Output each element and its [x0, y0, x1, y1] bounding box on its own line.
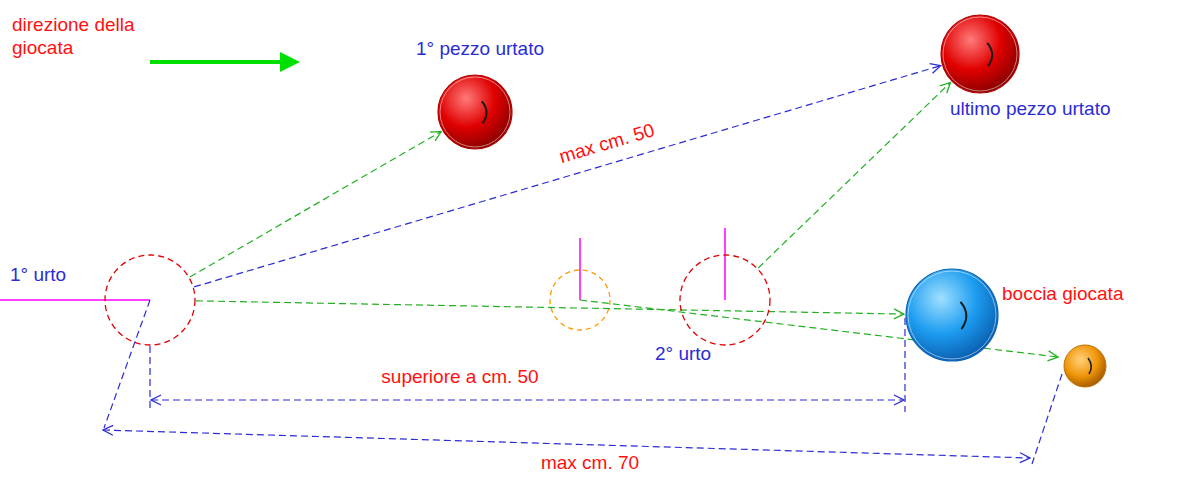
pallino — [1064, 345, 1106, 387]
trajectory-arrow — [196, 301, 904, 314]
marker-tick — [724, 228, 726, 300]
direction-note: direzione della giocata — [10, 14, 164, 60]
ball-shape — [437, 74, 513, 150]
trajectory-arrow — [190, 132, 441, 277]
direction-arrow — [150, 52, 300, 72]
dashed-circle — [104, 254, 196, 346]
played-ball: boccia giocata — [905, 268, 999, 362]
dashed-circle — [679, 254, 771, 346]
ball-shape — [905, 268, 999, 362]
dimension-label: max cm. 70 — [539, 452, 641, 475]
dimension-label: max cm. 50 — [554, 118, 658, 169]
ball-shape — [940, 14, 1020, 94]
ball-label: 1° urto — [10, 264, 66, 287]
target-ball: ultimo pezzo urtato — [940, 14, 1020, 94]
target-ball: 1° pezzo urtato — [437, 74, 513, 150]
approach-line — [0, 299, 150, 301]
impact-position: 1° urto — [104, 254, 196, 346]
impact-position: 2° urto — [679, 254, 771, 346]
trajectory-arrow — [194, 66, 941, 287]
trajectory-arrow — [758, 82, 950, 268]
ball-label: ultimo pezzo urtato — [950, 98, 1111, 121]
ball-label: 2° urto — [655, 343, 711, 366]
dimension-label: superiore a cm. 50 — [379, 366, 540, 389]
ball-label: 1° pezzo urtato — [416, 38, 544, 61]
marker-tick — [579, 238, 581, 300]
ball-label: boccia giocata — [1002, 283, 1123, 306]
